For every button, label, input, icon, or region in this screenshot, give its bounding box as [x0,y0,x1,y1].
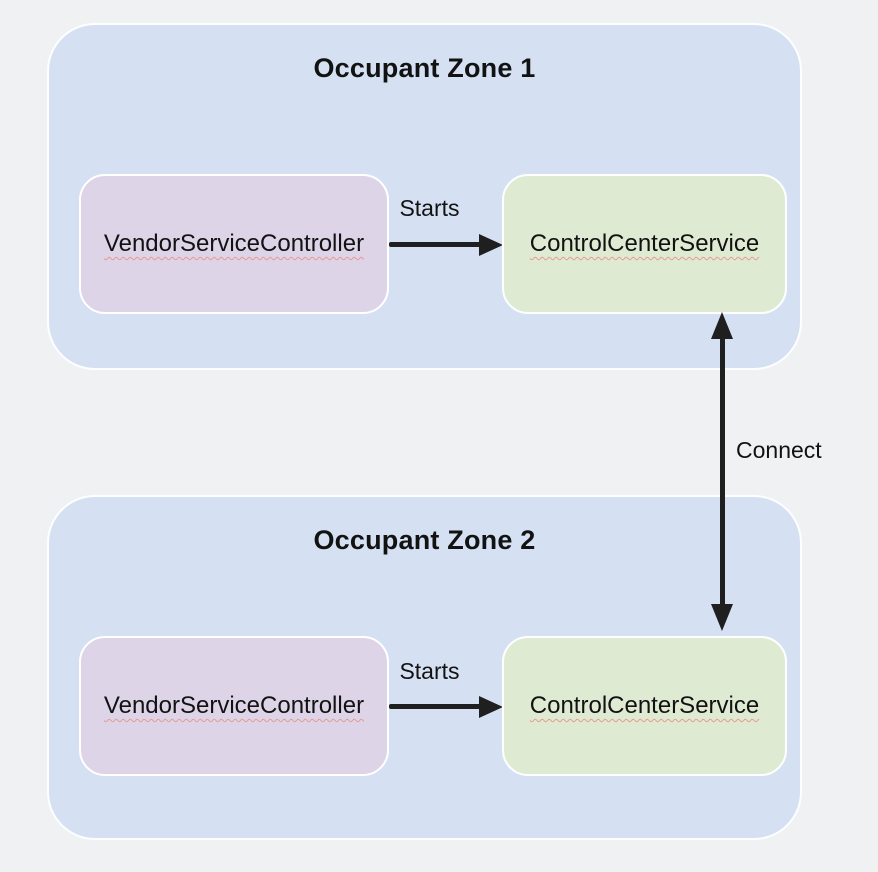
node-label: ControlCenterService [529,230,760,257]
zone-2-title: Occupant Zone 2 [313,525,536,555]
zone-1-starts-arrow-head-icon [479,234,503,256]
zone-2-control-center-service-node: ControlCenterService [502,636,787,776]
zone-2-starts-arrow-head-icon [479,696,503,718]
node-label: VendorServiceController [103,692,365,719]
node-label: ControlCenterService [529,692,760,719]
node-label: VendorServiceController [103,230,365,257]
occupant-zone-1: Occupant Zone 1 VendorServiceController … [47,23,802,370]
zone-2-vendor-service-controller-node: VendorServiceController [79,636,389,776]
zone-1-title: Occupant Zone 1 [313,53,536,83]
zone-1-control-center-service-node: ControlCenterService [502,174,787,314]
connect-arrow-head-up-icon [711,312,733,339]
connect-arrow-head-down-icon [711,604,733,631]
connect-label: Connect [736,437,822,463]
zone-2-starts-label: Starts [399,658,460,684]
zone-1-vendor-service-controller-node: VendorServiceController [79,174,389,314]
zone-1-starts-arrow-shaft [389,242,481,247]
connect-arrow-shaft [720,334,725,608]
zone-1-starts-label: Starts [399,195,460,221]
occupant-zone-2: Occupant Zone 2 VendorServiceController … [47,495,802,840]
zone-2-starts-arrow-shaft [389,704,481,709]
